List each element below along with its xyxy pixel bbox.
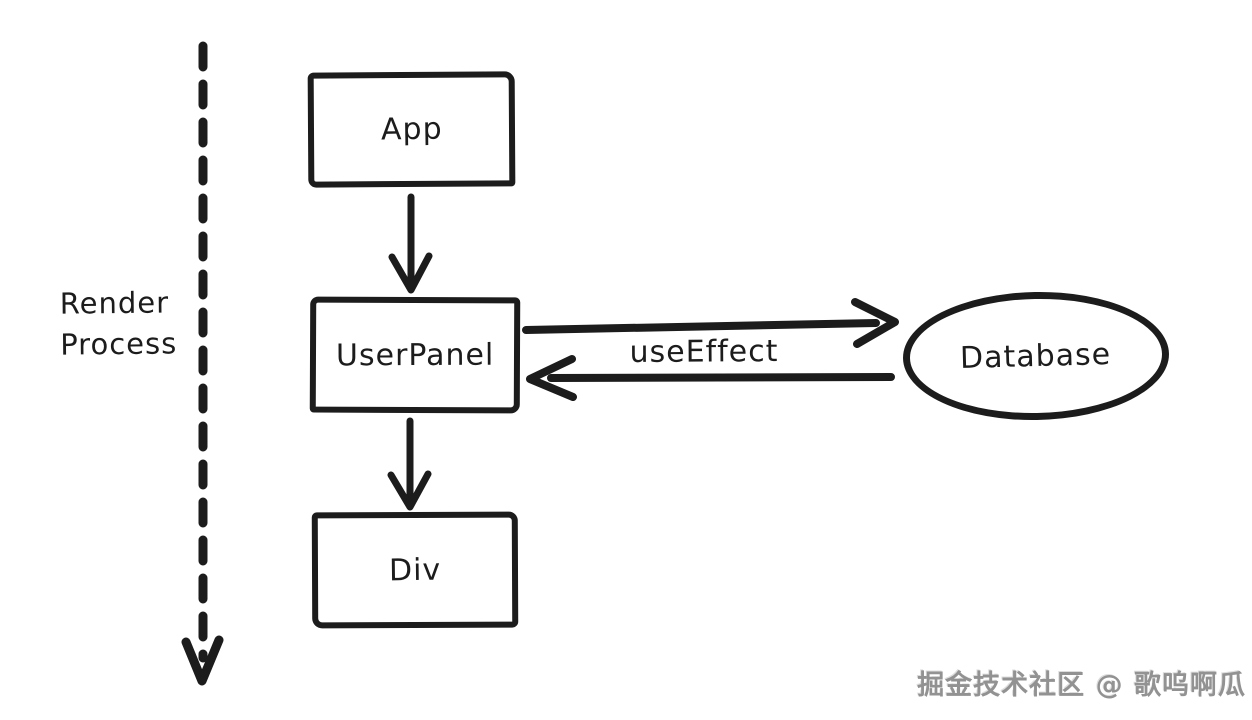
node-database-label: Database bbox=[959, 336, 1113, 376]
node-userpanel-label: UserPanel bbox=[335, 337, 495, 373]
node-div-label: Div bbox=[388, 552, 442, 588]
database-to-userpanel-arrow bbox=[526, 355, 895, 401]
node-div: Div bbox=[311, 511, 519, 629]
watermark-text: 掘金技术社区 @ 歌呜啊瓜 bbox=[917, 670, 1246, 701]
render-process-label: Render Process bbox=[59, 285, 178, 362]
userpanel-to-database-arrow bbox=[522, 298, 899, 348]
userpanel-to-div-arrow bbox=[387, 417, 432, 511]
node-app: App bbox=[307, 71, 516, 188]
node-app-label: App bbox=[380, 111, 443, 148]
node-userpanel: UserPanel bbox=[309, 296, 521, 414]
app-to-userpanel-arrow bbox=[388, 193, 433, 294]
render-process-lane-arrow bbox=[181, 41, 224, 686]
useeffect-edge-label: useEffect bbox=[623, 333, 785, 371]
